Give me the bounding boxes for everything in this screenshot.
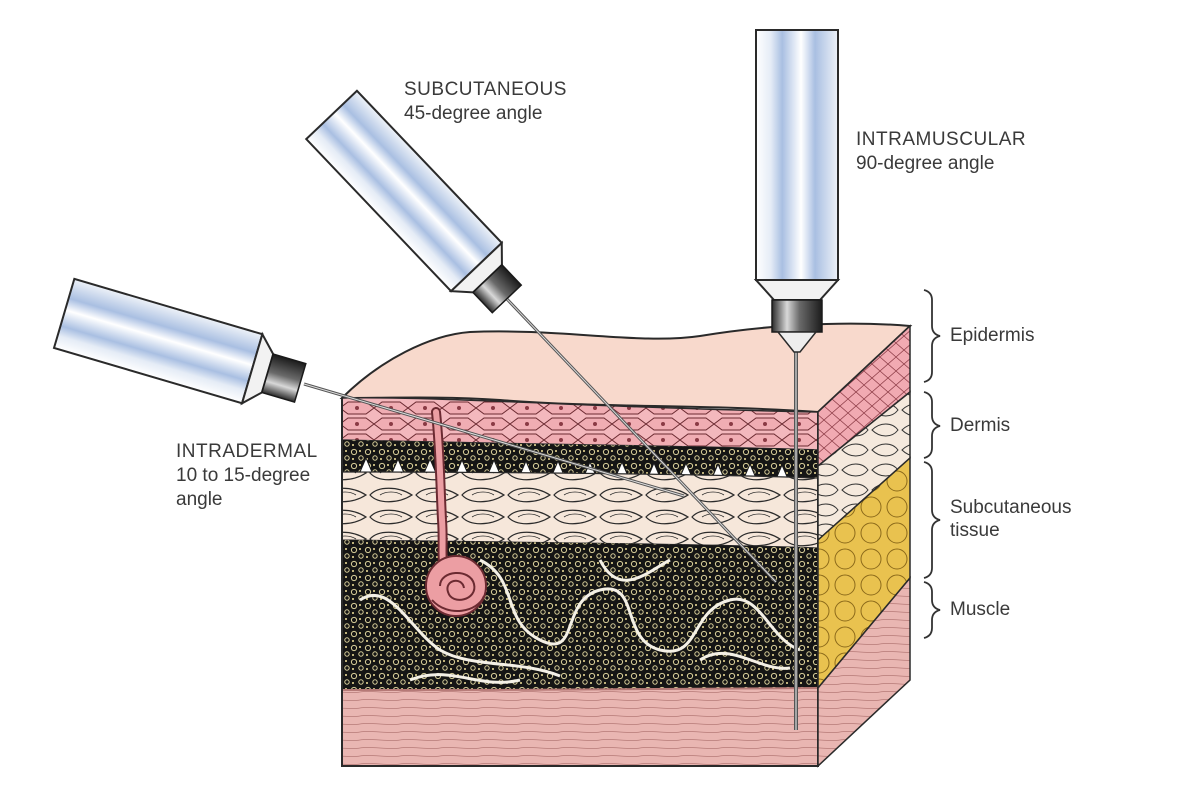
subcutaneous-bracket: [923, 461, 941, 579]
muscle-bracket: [923, 581, 941, 639]
intramuscular-syringe: [753, 29, 841, 353]
intradermal-syringe: [52, 277, 307, 406]
epidermis-bracket: [923, 289, 941, 383]
layer-brackets: [923, 289, 941, 639]
subcutaneous-fat-layer: [342, 540, 818, 690]
dermis-bracket: [923, 391, 941, 459]
epidermis-top-surface: [339, 322, 913, 414]
intramuscular-route-title: INTRAMUSCULAR: [856, 129, 1027, 150]
dermis-cream-layer: [341, 471, 819, 549]
subcutaneous-syringe: [304, 89, 523, 314]
subcutaneous-route-title: SUBCUTANEOUS: [404, 79, 567, 100]
dermis-label: Dermis: [950, 415, 1011, 436]
subcutaneous-tissue-label-line2: tissue: [950, 520, 1000, 541]
intradermal-route-angle-line2: angle: [176, 489, 223, 510]
needles: [303, 294, 798, 730]
muscle-label: Muscle: [950, 599, 1011, 620]
intradermal-route-title: INTRADERMAL: [176, 441, 318, 462]
intradermal-route-angle-line1: 10 to 15-degree: [176, 465, 311, 486]
block-side-face: [817, 324, 911, 768]
sweat-gland: [425, 407, 487, 617]
fat-septa: [359, 558, 801, 684]
subcutaneous-route-angle: 45-degree angle: [404, 103, 543, 124]
skin-block: [339, 322, 913, 768]
intramuscular-route-angle: 90-degree angle: [856, 153, 995, 174]
muscle-layer: [341, 687, 819, 767]
subcutaneous-tissue-label-line1: Subcutaneous: [950, 497, 1072, 518]
epidermis-label: Epidermis: [950, 325, 1035, 346]
